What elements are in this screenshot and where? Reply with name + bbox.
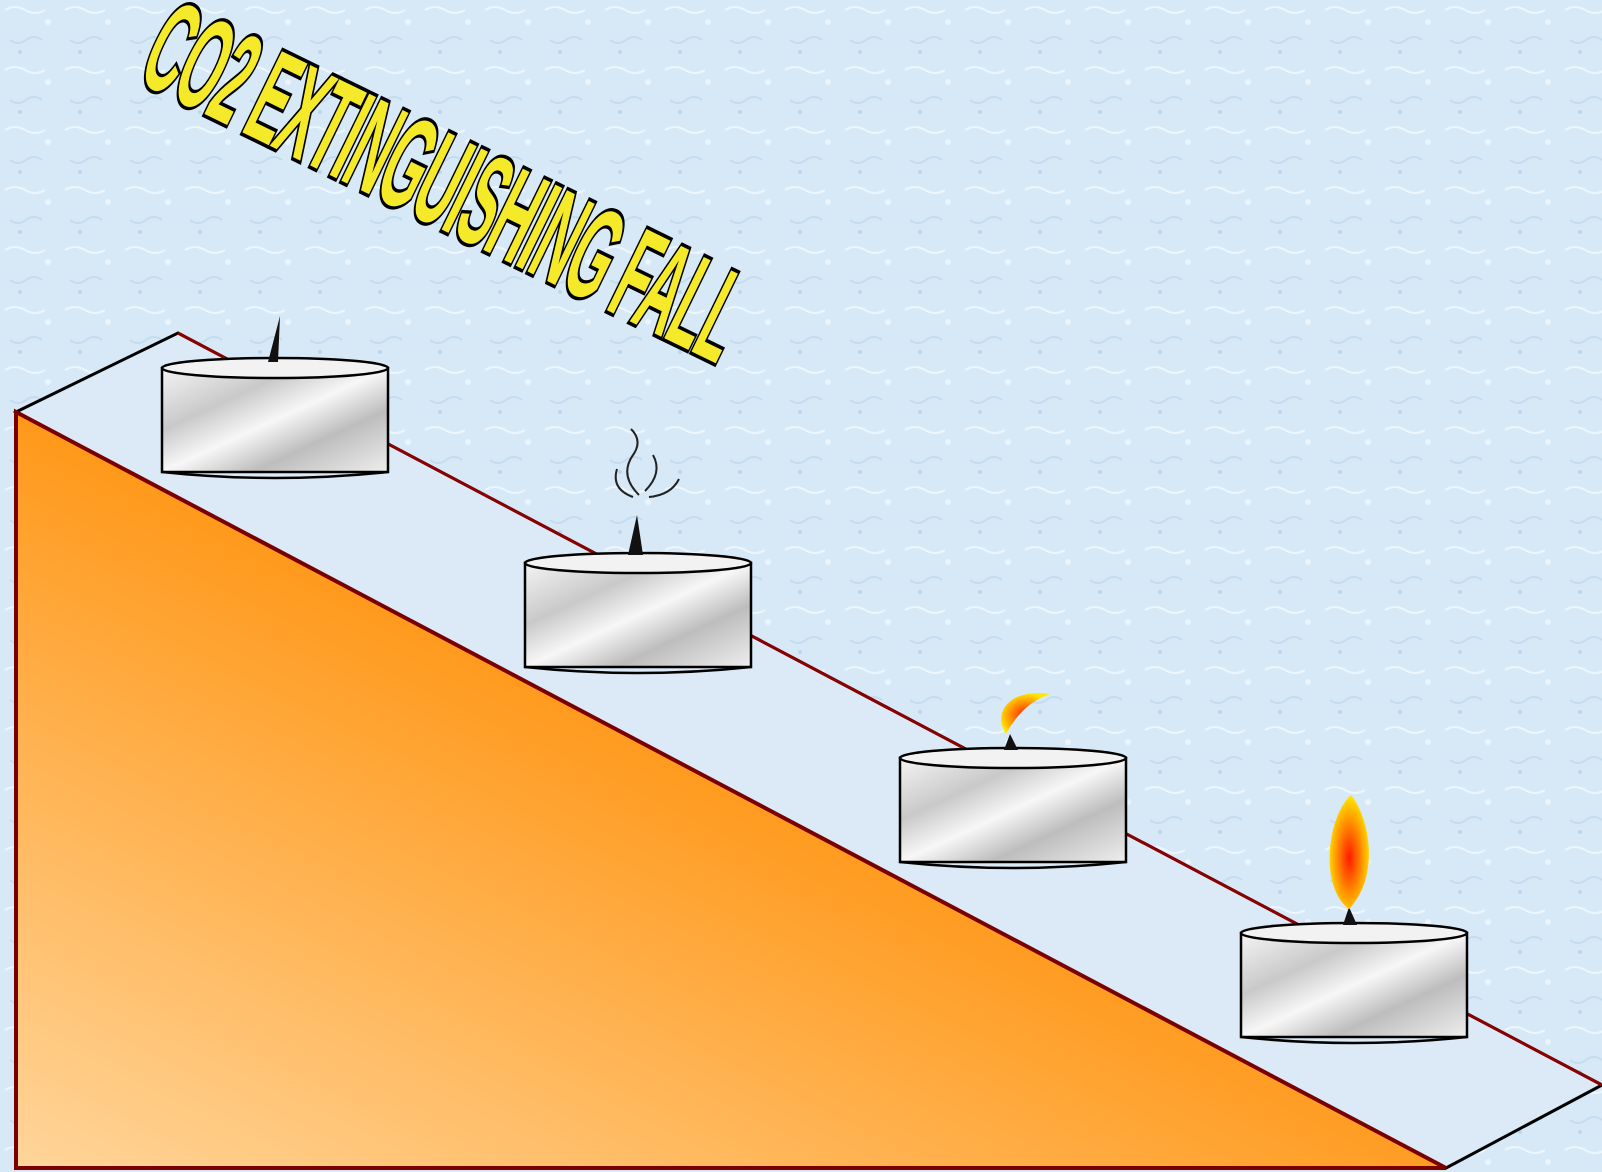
diagram-canvas: CO2 EXTINGUISHING FALL	[0, 0, 1602, 1172]
co2-extinguishing-diagram: CO2 EXTINGUISHING FALL	[0, 0, 1602, 1172]
